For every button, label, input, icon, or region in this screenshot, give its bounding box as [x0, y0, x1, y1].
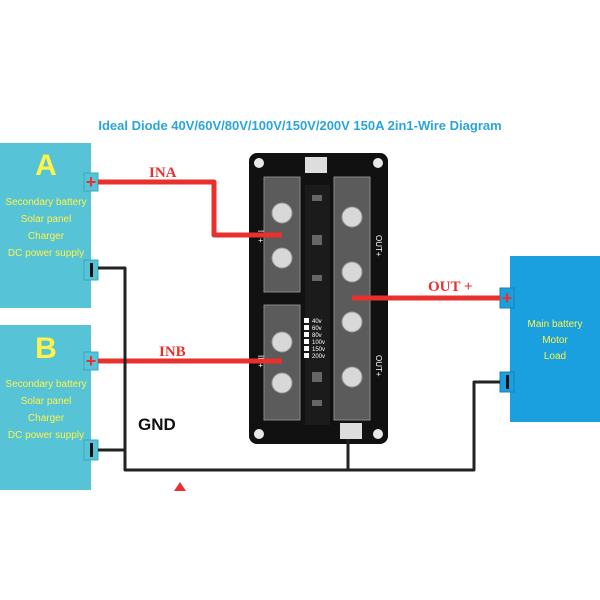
source-b-body	[0, 325, 91, 490]
voltage-pad-6	[304, 353, 309, 358]
component-1	[312, 195, 322, 201]
source-b-plus-sign: +	[86, 351, 97, 371]
component-5	[312, 400, 322, 406]
load-line-1: Main battery	[527, 319, 582, 330]
component-3	[312, 275, 322, 281]
voltage-option-3: 80v	[312, 333, 322, 339]
source-b-minus-sign	[90, 443, 93, 457]
load-body	[510, 256, 600, 422]
mount-hole-br	[373, 429, 383, 439]
label-inb: INB	[159, 344, 186, 360]
voltage-pad-3	[304, 332, 309, 337]
source-a-letter: A	[35, 149, 57, 182]
voltage-pad-2	[304, 325, 309, 330]
source-a-minus-sign	[90, 263, 93, 277]
screw-out-4	[341, 366, 363, 388]
voltage-option-1: 40v	[312, 319, 322, 325]
source-a-body	[0, 143, 91, 308]
red-arrow-marker-icon	[174, 482, 186, 491]
wire-gnd-main	[98, 266, 500, 472]
source-b-line-1: Secondary battery	[5, 379, 86, 390]
source-a-line-4: DC power supply	[8, 248, 84, 259]
source-a-line-3: Charger	[28, 231, 65, 242]
voltage-option-4: 100v	[312, 340, 325, 346]
voltage-option-5: 150v	[312, 347, 325, 353]
source-a-line-2: Solar panel	[21, 214, 72, 225]
source-b-letter: B	[35, 332, 57, 365]
label-gnd: GND	[138, 415, 176, 434]
screw-out-3	[341, 311, 363, 333]
load-line-2: Motor	[542, 335, 568, 346]
screw-in-a-2	[271, 247, 293, 269]
mount-hole-bl	[254, 429, 264, 439]
source-a-line-1: Secondary battery	[5, 197, 86, 208]
voltage-option-2: 60v	[312, 326, 322, 332]
label-ina: INA	[149, 165, 177, 181]
screw-terminals	[271, 202, 363, 394]
source-b-line-4: DC power supply	[8, 430, 84, 441]
voltage-selector: 40v 60v 80v 100v 150v 200v	[304, 318, 325, 360]
screw-in-a-1	[271, 202, 293, 224]
component-strip	[305, 185, 330, 425]
source-b-line-3: Charger	[28, 413, 65, 424]
component-2	[312, 235, 322, 245]
screw-out-1	[341, 206, 363, 228]
source-b-box: B Secondary battery Solar panel Charger …	[0, 325, 99, 490]
screw-in-b-1	[271, 331, 293, 353]
mount-hole-tl	[254, 158, 264, 168]
source-a-box: A Secondary battery Solar panel Charger …	[0, 143, 99, 308]
source-b-line-2: Solar panel	[21, 396, 72, 407]
top-header	[305, 157, 327, 173]
load-line-3: Load	[544, 351, 566, 362]
load-plus-sign: +	[502, 288, 513, 308]
screw-out-2	[341, 261, 363, 283]
voltage-pad-1	[304, 318, 309, 323]
silk-out-bottom: OUT+	[374, 355, 383, 377]
component-4	[312, 372, 322, 382]
bottom-header	[340, 423, 362, 439]
label-out-plus: OUT +	[428, 279, 473, 295]
screw-in-b-2	[271, 372, 293, 394]
wire-ina	[98, 179, 282, 238]
silk-out-top: OUT+	[374, 235, 383, 257]
load-minus-sign	[506, 375, 509, 389]
ground-wires	[98, 266, 500, 472]
positive-wires	[98, 179, 500, 364]
voltage-pad-4	[304, 339, 309, 344]
source-a-plus-sign: +	[86, 172, 97, 192]
mount-hole-tr	[373, 158, 383, 168]
voltage-pad-5	[304, 346, 309, 351]
load-box: Main battery Motor Load +	[499, 256, 600, 422]
ideal-diode-board: 40v 60v 80v 100v 150v 200v OUT+ OUT+ IN+…	[249, 153, 388, 444]
voltage-option-6: 200v	[312, 354, 325, 360]
diagram-title: Ideal Diode 40V/60V/80V/100V/150V/200V 1…	[98, 118, 502, 133]
